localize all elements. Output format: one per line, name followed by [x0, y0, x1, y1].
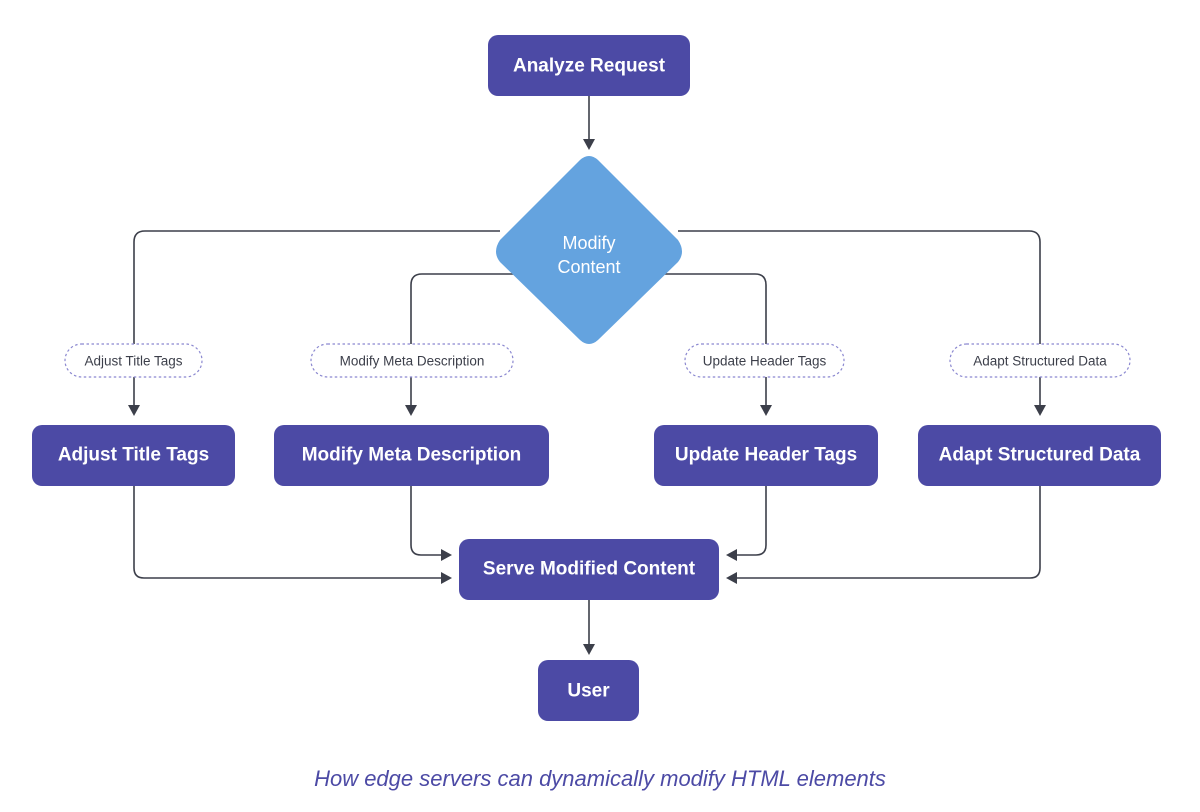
connector-decision-to-branch-3 — [657, 273, 767, 405]
arrowhead-branch-3 — [760, 405, 772, 416]
figure-caption: How edge servers can dynamically modify … — [314, 766, 886, 791]
node-adapt-structured-data-box — [918, 425, 1161, 486]
edge-label-pill — [949, 343, 1131, 378]
edge-labels: Adjust Title Tags Modify Meta Descriptio… — [64, 343, 1131, 378]
edge-label-branch-2: Modify Meta Description — [310, 343, 514, 378]
arrowhead-merge-from-branch-4 — [726, 572, 737, 584]
edge-label-text: Modify Meta Description — [340, 354, 485, 369]
arrowhead-merge-from-branch-2 — [441, 549, 452, 561]
node-serve-modified-content-box — [459, 539, 719, 600]
edge-label-pill — [64, 343, 203, 378]
node-update-header-tags-box — [654, 425, 878, 486]
node-update-header-tags-label: Update Header Tags — [675, 445, 857, 466]
edge-label-text: Update Header Tags — [703, 354, 827, 369]
node-adjust-title-tags-box — [32, 425, 235, 486]
edge-label-branch-4: Adapt Structured Data — [949, 343, 1131, 378]
node-update-header-tags: Update Header Tags — [654, 425, 878, 486]
arrowhead-decision — [583, 139, 595, 150]
edge-label-branch-1: Adjust Title Tags — [64, 343, 203, 378]
edge-label-branch-3: Update Header Tags — [684, 343, 845, 378]
arrowhead-branch-2 — [405, 405, 417, 416]
edge-label-pill — [310, 343, 514, 378]
connectors — [128, 96, 1046, 655]
connector-branch-3-to-merge — [737, 486, 767, 556]
edge-label-pill — [684, 343, 845, 378]
arrowhead-merge-from-branch-1 — [441, 572, 452, 584]
node-user: User — [538, 660, 639, 721]
node-adjust-title-tags-label: Adjust Title Tags — [58, 445, 209, 466]
node-adapt-structured-data-label: Adapt Structured Data — [939, 445, 1141, 466]
decision-modify-content: Modify Content — [496, 156, 682, 344]
node-modify-meta-description-label: Modify Meta Description — [302, 445, 522, 466]
node-adapt-structured-data: Adapt Structured Data — [918, 425, 1161, 486]
arrowhead-branch-1 — [128, 405, 140, 416]
node-modify-meta-description: Modify Meta Description — [274, 425, 549, 486]
edge-label-text: Adjust Title Tags — [84, 354, 182, 369]
connector-decision-to-branch-2 — [410, 273, 521, 405]
decision-diamond-shape — [496, 156, 682, 344]
node-user-box — [538, 660, 639, 721]
connector-branch-1-to-merge — [133, 486, 441, 579]
node-modify-meta-description-box — [274, 425, 549, 486]
node-adjust-title-tags: Adjust Title Tags — [32, 425, 235, 486]
edge-label-text: Adapt Structured Data — [973, 354, 1107, 369]
arrowhead-end — [583, 644, 595, 655]
node-analyze-request: Analyze Request — [488, 35, 690, 96]
decision-label-line-2: Content — [557, 257, 620, 277]
connector-decision-to-branch-1 — [133, 230, 500, 405]
node-serve-modified-content-label: Serve Modified Content — [483, 559, 696, 580]
decision-label-line-1: Modify — [562, 233, 615, 253]
node-serve-modified-content: Serve Modified Content — [459, 539, 719, 600]
arrowhead-branch-4 — [1034, 405, 1046, 416]
node-analyze-request-box — [488, 35, 690, 96]
node-user-label: User — [567, 681, 610, 702]
arrowhead-merge-from-branch-3 — [726, 549, 737, 561]
connector-branch-4-to-merge — [737, 486, 1041, 579]
connector-branch-2-to-merge — [410, 486, 441, 556]
connector-decision-to-branch-4 — [678, 230, 1041, 405]
node-analyze-request-label: Analyze Request — [513, 56, 666, 77]
